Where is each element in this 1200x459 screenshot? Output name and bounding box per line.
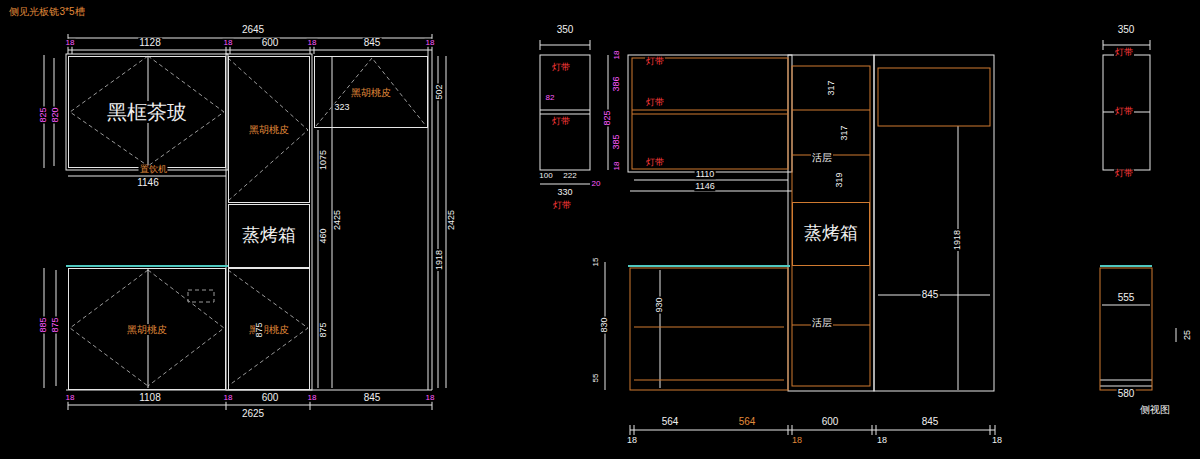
cabinet-panel: 黑胡桃皮 bbox=[228, 268, 310, 390]
dimension-label: 18 bbox=[223, 394, 234, 402]
dimension-label: 875 bbox=[319, 321, 328, 338]
dimension-label: 侧视图 bbox=[1139, 405, 1171, 416]
dimension-label: 100 bbox=[538, 172, 553, 180]
dimension-label: 灯带 bbox=[551, 63, 571, 72]
dimension-label: 1110 bbox=[695, 170, 716, 179]
dimension-label: 845 bbox=[921, 290, 940, 301]
dimension-label: 323 bbox=[333, 103, 350, 112]
dimension-label: 活层 bbox=[811, 153, 833, 164]
dimension-label: 25 bbox=[1183, 329, 1192, 341]
dimension-label: 845 bbox=[363, 393, 382, 404]
dimension-label: 502 bbox=[435, 83, 444, 100]
dimension-label: 18 bbox=[425, 39, 436, 47]
panel-label: 黑胡桃皮 bbox=[125, 324, 169, 335]
panel-label: 黑胡桃皮 bbox=[247, 124, 291, 135]
dimension-label: 830 bbox=[600, 316, 609, 333]
dimension-label: 875 bbox=[51, 316, 60, 333]
dimension-label: 580 bbox=[1117, 389, 1136, 400]
dimension-label: 2425 bbox=[333, 209, 342, 231]
dimension-label: 555 bbox=[1117, 293, 1136, 304]
dimension-label: 1075 bbox=[319, 149, 328, 171]
dimension-label: 385 bbox=[612, 133, 621, 150]
dimension-label: 820 bbox=[51, 106, 60, 123]
dimension-label: 18 bbox=[307, 394, 318, 402]
dimension-label: 灯带 bbox=[645, 158, 665, 167]
dimension-label: 灯带 bbox=[1114, 169, 1134, 178]
dimension-label: 1146 bbox=[136, 178, 160, 189]
dimension-label: 600 bbox=[821, 417, 840, 428]
dimension-label: 灯带 bbox=[1114, 48, 1134, 57]
dimension-label: 18 bbox=[65, 39, 76, 47]
dimension-label: 330 bbox=[556, 188, 573, 197]
dimension-label: 20 bbox=[591, 180, 602, 188]
cabinet-panel: 黑框茶玻 bbox=[68, 56, 226, 168]
cabinet-panel: 黑胡桃皮 bbox=[68, 268, 226, 390]
dimension-label: 18 bbox=[307, 39, 318, 47]
dimension-label: 350 bbox=[556, 25, 575, 36]
dimension-label: 317 bbox=[827, 79, 836, 96]
dimension-label: 18 bbox=[626, 436, 638, 445]
dimension-label: 564 bbox=[738, 417, 757, 428]
cabinet-panel: 蒸烤箱 bbox=[228, 204, 310, 268]
dimension-label: 灯带 bbox=[1114, 107, 1134, 116]
dimension-label: 侧见光板铣3*5槽 bbox=[8, 7, 85, 18]
dimension-label: 2645 bbox=[241, 25, 265, 36]
cabinet-panel: 黑胡桃皮 bbox=[228, 56, 310, 203]
dimension-label: 600 bbox=[261, 393, 280, 404]
dimension-label: 1108 bbox=[138, 393, 162, 404]
dimension-label: 18 bbox=[613, 161, 621, 172]
dimension-label: 18 bbox=[223, 39, 234, 47]
dimension-label: 灯带 bbox=[645, 57, 665, 66]
dimension-label: 18 bbox=[613, 50, 621, 61]
dimension-label: 350 bbox=[1117, 25, 1136, 36]
dimension-label: 置饮机 bbox=[139, 165, 168, 174]
dimension-label: 活层 bbox=[811, 318, 833, 329]
dimension-label: 灯带 bbox=[552, 201, 572, 210]
cabinet-panel: 蒸烤箱 bbox=[792, 202, 870, 266]
dimension-label: 灯带 bbox=[645, 98, 665, 107]
dimension-label: 1128 bbox=[138, 38, 162, 49]
panel-label: 黑胡桃皮 bbox=[349, 87, 393, 98]
dimension-label: 564 bbox=[661, 417, 680, 428]
dimension-label: 845 bbox=[921, 417, 940, 428]
dimension-label: 18 bbox=[791, 436, 803, 445]
dimension-label: 18 bbox=[876, 436, 888, 445]
dimension-label: 600 bbox=[261, 38, 280, 49]
dimension-label: 885 bbox=[39, 316, 48, 333]
dimension-label: 1146 bbox=[694, 182, 715, 191]
dimension-label: 18 bbox=[991, 436, 1003, 445]
dimension-label: 386 bbox=[612, 75, 621, 92]
panel-label: 蒸烤箱 bbox=[802, 224, 860, 244]
cabinet-panel: 黑胡桃皮 bbox=[314, 56, 428, 128]
panel-label: 黑框茶玻 bbox=[105, 101, 189, 123]
dimension-label: 1918 bbox=[435, 249, 444, 271]
dimension-label: 317 bbox=[840, 124, 849, 141]
dimension-label: 319 bbox=[835, 171, 844, 188]
dimension-label: 82 bbox=[545, 94, 556, 102]
dimension-label: 930 bbox=[655, 296, 664, 313]
dimension-label: 222 bbox=[562, 172, 577, 180]
dimension-label: 460 bbox=[319, 227, 328, 244]
dimension-label: 2425 bbox=[447, 209, 456, 231]
dimension-label: 18 bbox=[65, 394, 76, 402]
dimension-label: 2625 bbox=[241, 409, 265, 420]
dimension-label: 1918 bbox=[953, 229, 962, 251]
dimension-label: 825 bbox=[603, 109, 612, 126]
dimension-label: 875 bbox=[255, 321, 264, 338]
dimension-label: 15 bbox=[592, 257, 600, 268]
dimension-label: 845 bbox=[363, 38, 382, 49]
dimension-label: 55 bbox=[592, 373, 600, 384]
dimension-label: 18 bbox=[425, 394, 436, 402]
dimension-label: 825 bbox=[39, 106, 48, 123]
panel-label: 蒸烤箱 bbox=[240, 226, 298, 246]
dimension-label: 灯带 bbox=[551, 117, 571, 126]
panel-label: 黑胡桃皮 bbox=[247, 324, 291, 335]
